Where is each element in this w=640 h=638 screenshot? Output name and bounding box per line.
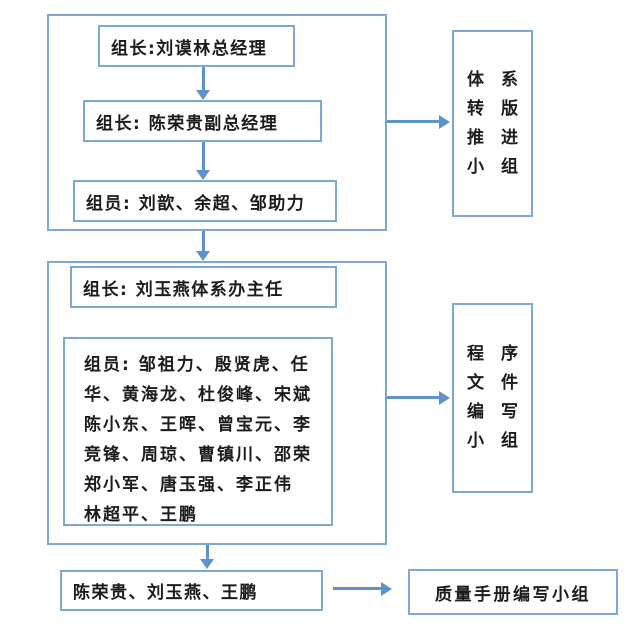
group2-members-line: 郑小军、唐玉强、李正伟 xyxy=(84,475,293,495)
group1-members-label: 组员: 刘歆、余超、邹助力 xyxy=(86,193,306,214)
arrow-down-2-head xyxy=(196,170,210,180)
group2-container-box xyxy=(47,261,387,545)
arrow-right-2-line xyxy=(387,396,441,399)
arrow-down-3-line xyxy=(202,231,205,253)
arrow-down-3-head xyxy=(196,251,210,261)
side-group2-box: 程 序 文 件 编 写 小 组 xyxy=(452,303,533,493)
group2-members-line: 组员: 邹祖力、殷贤虎、任 xyxy=(84,355,310,375)
arrow-down-4-line xyxy=(206,545,209,561)
arrow-right-3-head xyxy=(381,582,392,596)
group2-members-line: 林超平、王鹏 xyxy=(84,505,198,525)
arrow-right-1-head xyxy=(439,115,450,129)
side-group2-line: 文 件 xyxy=(467,373,518,393)
group2-members-line: 竞锋、周琼、曹镇川、邵荣 xyxy=(84,445,312,465)
group2-members-line: 华、黄海龙、杜俊峰、宋斌 xyxy=(84,385,312,405)
arrow-down-1-head xyxy=(196,90,210,100)
arrow-right-3-line xyxy=(333,587,382,590)
arrow-down-4-head xyxy=(200,559,214,569)
arrow-right-1-line xyxy=(387,120,441,123)
side-group1-box: 体 系 转 版 推 进 小 组 xyxy=(452,30,533,217)
bottom-group-box: 质量手册编写小组 xyxy=(408,569,618,615)
arrow-down-2-line xyxy=(202,142,205,172)
group1-leader1-label: 组长:刘谟林总经理 xyxy=(111,38,268,59)
side-group1-line: 体 系 xyxy=(467,69,518,90)
group1-leader2-box: 组长: 陈荣贵副总经理 xyxy=(83,100,322,142)
side-group2-line: 小 组 xyxy=(467,431,518,451)
group2-leader-box: 组长: 刘玉燕体系办主任 xyxy=(70,266,337,308)
arrow-down-1-line xyxy=(202,67,205,92)
group1-leader2-label: 组长: 陈荣贵副总经理 xyxy=(96,113,279,134)
group1-leader1-box: 组长:刘谟林总经理 xyxy=(98,25,295,67)
side-group1-line: 转 版 xyxy=(467,98,518,119)
arrow-right-2-head xyxy=(439,391,450,405)
side-group2-line: 编 写 xyxy=(467,402,518,422)
bottom-team-box: 陈荣贵、刘玉燕、王鹏 xyxy=(60,570,323,611)
group1-container-box xyxy=(47,14,387,231)
bottom-group-label: 质量手册编写小组 xyxy=(435,584,591,605)
group2-members-box: 组员: 邹祖力、殷贤虎、任 华、黄海龙、杜俊峰、宋斌 陈小东、王晖、曾宝元、李 … xyxy=(63,337,333,526)
group2-members-line: 陈小东、王晖、曾宝元、李 xyxy=(84,415,312,435)
group2-leader-label: 组长: 刘玉燕体系办主任 xyxy=(83,279,284,300)
side-group2-line: 程 序 xyxy=(467,344,518,364)
side-group1-line: 小 组 xyxy=(467,156,518,177)
group1-members-box: 组员: 刘歆、余超、邹助力 xyxy=(73,180,337,222)
side-group1-line: 推 进 xyxy=(467,127,518,148)
bottom-team-label: 陈荣贵、刘玉燕、王鹏 xyxy=(73,583,258,603)
